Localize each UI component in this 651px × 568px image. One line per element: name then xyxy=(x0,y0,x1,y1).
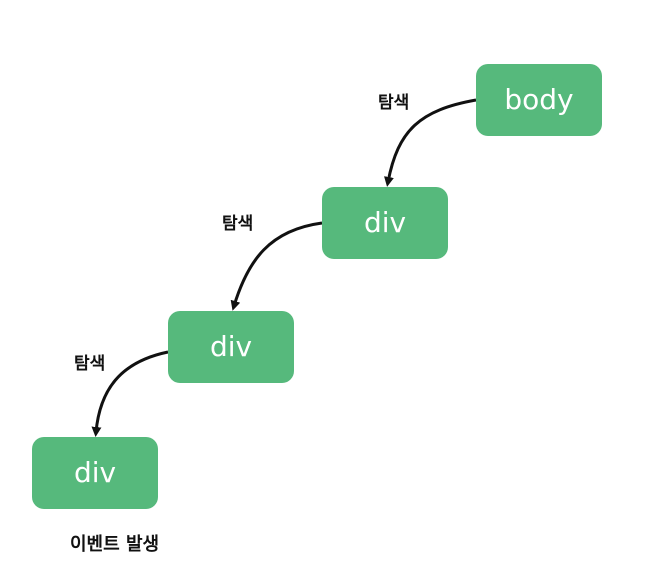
arrow-div-2-to-div-3 xyxy=(91,350,169,437)
arrow-body-to-div-1 xyxy=(384,98,477,187)
edge-label-2: 탐색 xyxy=(222,214,254,234)
node-div-3: div xyxy=(32,437,158,509)
arrow-div-1-to-div-2 xyxy=(230,221,323,311)
node-div-2: div xyxy=(168,311,294,383)
edge-label-3: 탐색 xyxy=(74,354,106,374)
event-caption: 이벤트 발생 xyxy=(70,534,160,555)
edge-label-1: 탐색 xyxy=(378,93,410,113)
node-div-1: div xyxy=(322,187,448,259)
node-body: body xyxy=(476,64,602,136)
